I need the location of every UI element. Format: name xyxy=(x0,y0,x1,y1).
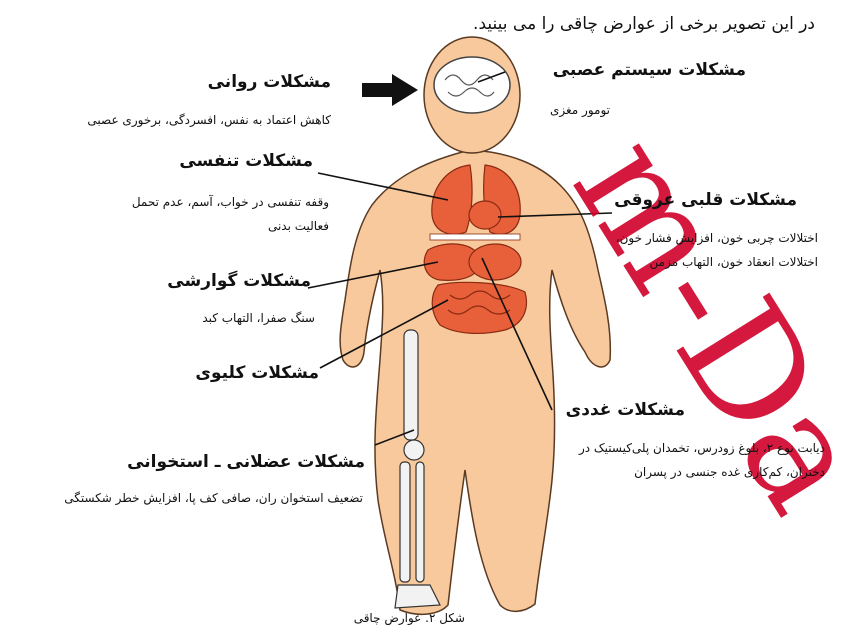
psych-arrow xyxy=(362,74,418,106)
label-musc-title: مشکلات عضلانی ـ استخوانی xyxy=(127,452,365,472)
label-gi-title: مشکلات گوارشی xyxy=(167,271,311,291)
label-cardio-title: مشکلات قلبی عروقی xyxy=(614,190,797,210)
label-gi-desc: سنگ صفرا، التهاب کبد xyxy=(202,306,315,330)
label-resp-title: مشکلات تنفسی xyxy=(179,151,313,171)
intro-text: در این تصویر برخی از عوارض چاقی را می بی… xyxy=(473,14,815,34)
figure-caption: شکل ۲. عوارض چاقی xyxy=(354,611,465,625)
heart xyxy=(469,201,501,229)
label-cardio-desc: اختلالات چربی خون، افزایش فشار خون، اختل… xyxy=(598,226,818,274)
label-resp-desc: وقفه تنفسی در خواب، آسم، عدم تحمل فعالیت… xyxy=(104,190,329,238)
label-psych-desc: کاهش اعتماد به نفس، افسردگی، برخوری عصبی xyxy=(87,108,331,132)
brain-illustration xyxy=(434,57,510,113)
label-neuro-desc: تومور مغزی xyxy=(550,98,610,122)
label-renal-title: مشکلات کلیوی xyxy=(195,363,319,383)
label-endo-desc: دیابت نوع ۲، بلوغ زودرس، تخمدان پلی‌کیست… xyxy=(563,436,825,484)
diaphragm xyxy=(430,234,520,240)
label-neuro-title: مشکلات سیستم عصبی xyxy=(553,60,746,80)
label-musc-desc: تضعیف استخوان ران، صافی کف پا، افزایش خط… xyxy=(0,486,363,510)
stomach xyxy=(469,244,521,280)
label-psych-title: مشکلات روانی xyxy=(208,72,331,92)
label-endo-title: مشکلات غددی xyxy=(566,400,685,420)
